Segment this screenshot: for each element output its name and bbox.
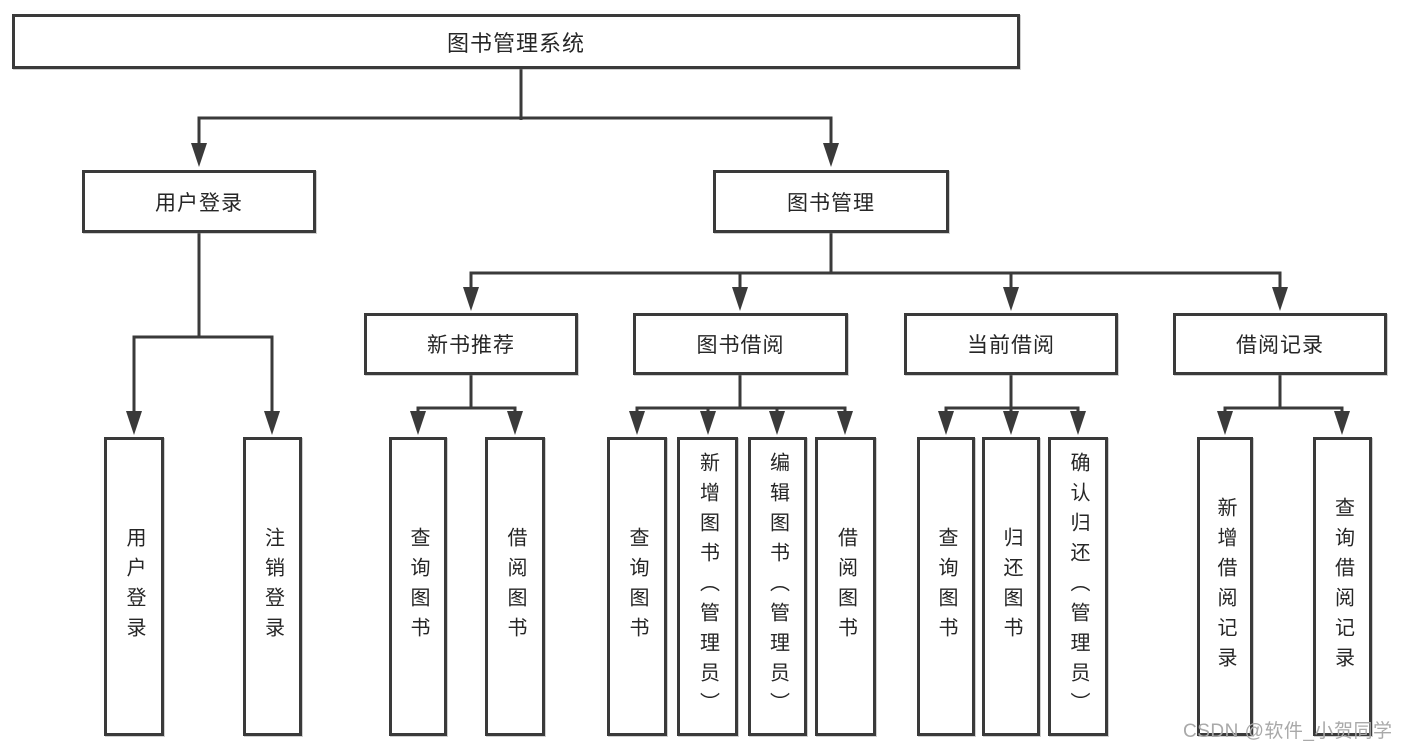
arrowhead-icon — [938, 411, 954, 435]
arrowhead-icon — [507, 411, 523, 435]
arrowhead-icon — [463, 287, 479, 311]
leaf-label: 借阅图书 — [834, 526, 857, 647]
arrowhead-icon — [126, 411, 142, 435]
leaf-label: 新增图书（管理员） — [696, 451, 719, 722]
leaf-label: 归还图书 — [1000, 526, 1022, 647]
arrowhead-icon — [823, 143, 839, 167]
node-library-management-system: 图书管理系统 — [12, 14, 1020, 69]
node-label: 新书推荐 — [427, 334, 515, 357]
node-borrow-record: 借阅记录 — [1173, 313, 1387, 375]
leaf-query-borrow-record: 查询借阅记录 — [1313, 437, 1372, 736]
connector-level3-crossbar — [469, 271, 1282, 288]
node-book-borrow: 图书借阅 — [633, 313, 848, 375]
connector-bookborrow-crossbar — [635, 406, 847, 411]
arrowhead-icon — [1272, 287, 1288, 311]
leaf-borrow-book: 借阅图书 — [815, 437, 876, 736]
leaf-return-book: 归还图书 — [982, 437, 1040, 736]
leaf-label: 查询图书 — [935, 526, 957, 647]
connector-userlogin-crossbar — [132, 335, 274, 412]
leaf-confirm-return-admin: 确认归还（管理员） — [1048, 437, 1108, 736]
connector-newbook-crossbar — [416, 406, 517, 411]
leaf-label: 编辑图书（管理员） — [766, 451, 789, 722]
leaf-logout: 注销登录 — [243, 437, 302, 736]
node-book-management: 图书管理 — [713, 170, 949, 233]
arrowheads — [126, 143, 1350, 435]
node-label: 当前借阅 — [967, 334, 1055, 357]
leaf-label: 查询图书 — [407, 526, 429, 647]
arrowhead-icon — [191, 143, 207, 167]
arrowhead-icon — [629, 411, 645, 435]
leaf-borrow-book-newrec: 借阅图书 — [485, 437, 545, 736]
node-label: 图书管理系统 — [446, 30, 585, 56]
leaf-label: 查询图书 — [626, 526, 648, 647]
arrowhead-icon — [264, 411, 280, 435]
node-new-book-recommend: 新书推荐 — [364, 313, 578, 375]
arrowhead-icon — [732, 287, 748, 311]
leaf-label: 借阅图书 — [504, 526, 526, 647]
arrowhead-icon — [700, 411, 716, 435]
arrowhead-icon — [1003, 411, 1019, 435]
node-label: 图书借阅 — [696, 334, 785, 357]
csdn-watermark: CSDN @软件_小贺同学 — [1183, 721, 1393, 742]
leaf-label: 确认归还（管理员） — [1067, 451, 1089, 722]
leaf-query-book-current: 查询图书 — [917, 437, 975, 736]
leaf-label: 新增借阅记录 — [1214, 496, 1236, 677]
leaf-query-book-borrow: 查询图书 — [607, 437, 667, 736]
node-label: 用户登录 — [155, 191, 243, 215]
connector-level2-crossbar — [197, 116, 833, 144]
leaf-add-book-admin: 新增图书（管理员） — [677, 437, 738, 736]
leaf-label: 注销登录 — [261, 526, 284, 647]
leaf-label: 查询借阅记录 — [1331, 496, 1354, 677]
leaf-query-book-newrec: 查询图书 — [389, 437, 447, 736]
connector-group — [132, 68, 1344, 412]
arrowhead-icon — [769, 411, 785, 435]
node-current-borrow: 当前借阅 — [904, 313, 1118, 375]
arrowhead-icon — [1003, 287, 1019, 311]
node-label: 借阅记录 — [1236, 334, 1324, 357]
arrowhead-icon — [410, 411, 426, 435]
arrowhead-icon — [1334, 411, 1350, 435]
arrowhead-icon — [1217, 411, 1233, 435]
leaf-label: 用户登录 — [123, 526, 145, 647]
arrowhead-icon — [1070, 411, 1086, 435]
connector-borrowrecord-crossbar — [1223, 406, 1344, 411]
node-user-login: 用户登录 — [82, 170, 316, 233]
arrowhead-icon — [837, 411, 853, 435]
leaf-add-borrow-record: 新增借阅记录 — [1197, 437, 1253, 736]
node-label: 图书管理 — [787, 191, 875, 215]
leaf-user-login: 用户登录 — [104, 437, 164, 736]
leaf-edit-book-admin: 编辑图书（管理员） — [748, 437, 807, 736]
